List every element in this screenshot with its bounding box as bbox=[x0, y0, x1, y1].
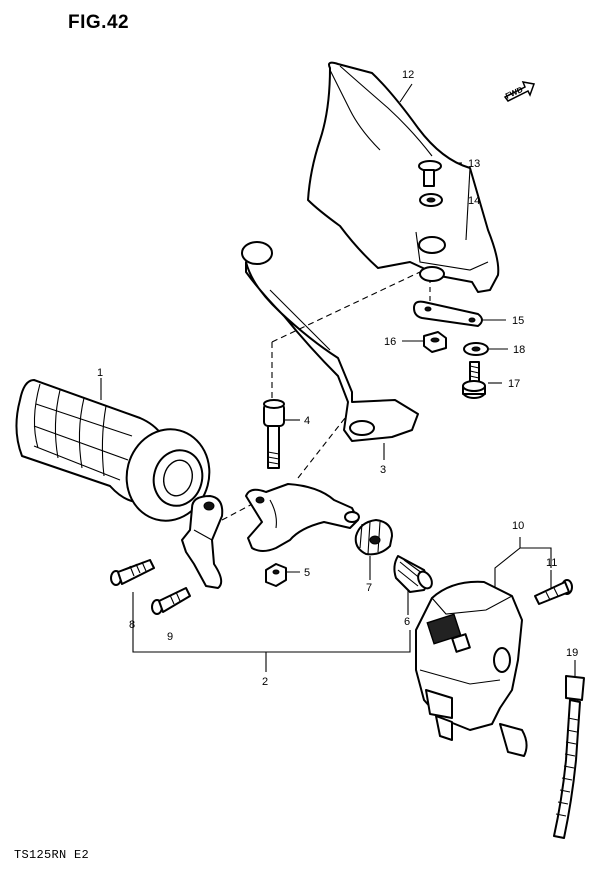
clutch-lever bbox=[241, 241, 419, 442]
cable-adjuster-6 bbox=[393, 555, 433, 593]
washer-18 bbox=[463, 342, 489, 356]
bolt-17 bbox=[462, 361, 486, 399]
callout-11: 11 bbox=[546, 557, 557, 569]
callout-2: 2 bbox=[262, 676, 268, 688]
callout-10: 10 bbox=[512, 520, 524, 532]
screw-11 bbox=[534, 579, 573, 605]
callout-14: 14 bbox=[468, 195, 480, 207]
adjuster-nut-7 bbox=[354, 519, 393, 556]
lever-bracket bbox=[245, 483, 360, 552]
nut-16 bbox=[423, 331, 447, 353]
nut-5 bbox=[265, 563, 287, 587]
callout-16: 16 bbox=[384, 336, 396, 348]
callout-15: 15 bbox=[512, 315, 524, 327]
callout-8: 8 bbox=[129, 619, 135, 631]
hand-guard bbox=[307, 61, 500, 293]
plate-15 bbox=[413, 300, 483, 327]
callout-1: 1 bbox=[97, 367, 103, 379]
callout-6: 6 bbox=[404, 616, 410, 628]
callout-17: 17 bbox=[508, 378, 520, 390]
callout-4: 4 bbox=[304, 415, 310, 427]
screw-13 bbox=[418, 160, 442, 187]
lever-clamp bbox=[181, 495, 224, 589]
callout-3: 3 bbox=[380, 464, 386, 476]
fwd-arrow-icon: FWD bbox=[503, 81, 536, 102]
callout-5: 5 bbox=[304, 567, 310, 579]
callout-18: 18 bbox=[513, 344, 525, 356]
screw-9 bbox=[151, 587, 191, 615]
callout-7: 7 bbox=[366, 582, 372, 594]
callout-13: 13 bbox=[468, 158, 480, 170]
pivot-bolt-4 bbox=[263, 399, 285, 469]
band-19 bbox=[553, 675, 585, 839]
figure-title: FIG.42 bbox=[68, 12, 130, 33]
callout-12: 12 bbox=[402, 69, 414, 81]
figure-footer: TS125RN E2 bbox=[14, 848, 90, 862]
handlebar-switch bbox=[415, 580, 528, 757]
grip bbox=[15, 379, 211, 522]
callout-19: 19 bbox=[566, 647, 578, 659]
callout-9: 9 bbox=[167, 631, 173, 643]
screw-8 bbox=[110, 559, 155, 586]
washer-14 bbox=[419, 193, 443, 207]
